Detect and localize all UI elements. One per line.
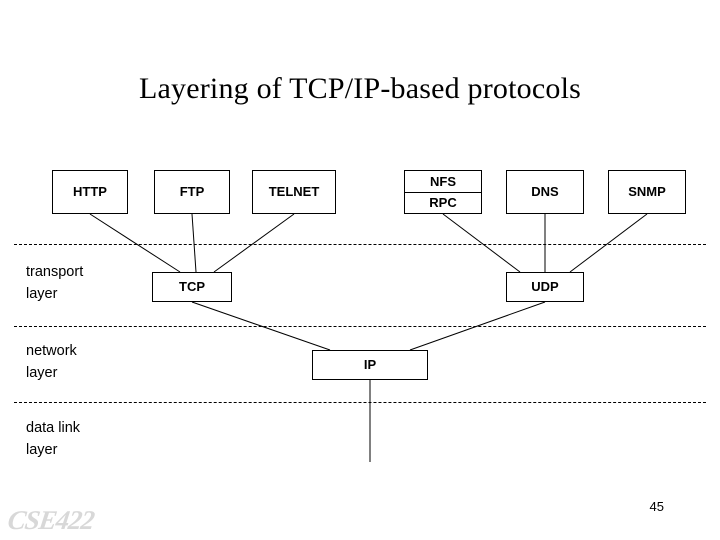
page-number: 45 [649, 499, 664, 514]
page-title: Layering of TCP/IP-based protocols [138, 72, 581, 105]
protocol-box-nfs-rpc[interactable]: NFS RPC [404, 170, 482, 214]
protocol-box-label: DNS [531, 184, 559, 200]
layer-divider-application-transport [14, 244, 706, 245]
protocol-box-label-nfs: NFS [405, 171, 481, 193]
protocol-box-http[interactable]: HTTP [52, 170, 128, 214]
protocol-box-label: TELNET [268, 184, 320, 200]
layer-label-transport: transport layer [26, 264, 84, 302]
protocol-box-udp[interactable]: UDP [506, 272, 584, 302]
protocol-box-telnet[interactable]: TELNET [252, 170, 336, 214]
protocol-box-tcp[interactable]: TCP [152, 272, 232, 302]
protocol-box-label: SNMP [628, 184, 666, 200]
protocol-box-ftp[interactable]: FTP [154, 170, 230, 214]
layer-divider-transport-network [14, 326, 706, 327]
protocol-box-dns[interactable]: DNS [506, 170, 584, 214]
layer-label-network: network layer [26, 343, 77, 381]
protocol-box-label: IP [363, 357, 377, 373]
protocol-box-snmp[interactable]: SNMP [608, 170, 686, 214]
protocol-box-label: HTTP [73, 184, 107, 200]
protocol-box-label: FTP [179, 184, 205, 200]
layer-label-data-link: data link layer [26, 420, 81, 458]
protocol-box-label: TCP [179, 279, 205, 295]
protocol-box-ip[interactable]: IP [312, 350, 428, 380]
layer-divider-network-datalink [14, 402, 706, 403]
protocol-box-label: UDP [531, 279, 559, 295]
protocol-box-label-rpc: RPC [429, 195, 457, 211]
